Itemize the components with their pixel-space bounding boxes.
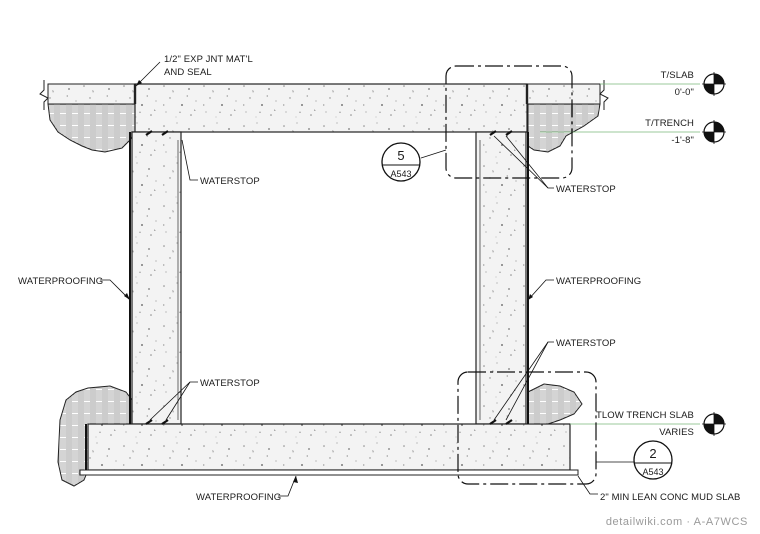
label-waterstop-bottom-left: WATERSTOP [200, 378, 260, 389]
label-waterstop-top-left: WATERSTOP [200, 176, 260, 187]
soil-top-right [527, 103, 601, 153]
label-waterproofing-bottom: WATERPROOFING [196, 492, 281, 503]
detail-boundary-5 [445, 65, 573, 179]
level-top-trench-elevation: -1'-8" [671, 135, 694, 146]
detail-tag-2-sheet: A543 [642, 467, 663, 477]
footer-credit: detailwiki.com · A-A7WCS [605, 516, 748, 528]
label-lean-concrete: 2" MIN LEAN CONC MUD SLAB [600, 492, 740, 503]
top-slab-left-edge [47, 83, 136, 105]
level-lines [540, 83, 700, 425]
level-top-slab-name: T/SLAB [661, 70, 694, 81]
label-waterproofing-left: WATERPROOFING [18, 276, 103, 287]
detail-tag-5-sheet: A543 [390, 169, 411, 179]
break-line-top-left [39, 80, 609, 110]
label-waterproofing-right: WATERPROOFING [556, 276, 641, 287]
top-slab-right-edge [526, 83, 601, 105]
detail-tag-2[interactable]: 2 A543 [633, 440, 673, 480]
right-wall [475, 131, 527, 425]
soil-top-left [47, 103, 136, 153]
soil-bottom-right [527, 383, 583, 425]
level-trench-bottom-name: TLOW TRENCH SLAB [596, 410, 694, 421]
label-waterstop-top-right: WATERSTOP [556, 184, 616, 195]
detail-tag-2-number: 2 [649, 446, 656, 461]
label-waterstop-mid-right: WATERSTOP [556, 338, 616, 349]
leader-arrowheads [124, 80, 533, 483]
elevation-marker-top-trench [702, 120, 726, 144]
waterstop-marks [145, 130, 513, 425]
detail-tag-5-number: 5 [397, 148, 404, 163]
level-top-slab-elevation: 0'-0" [675, 87, 694, 98]
level-trench-bottom-elevation: VARIES [659, 427, 694, 438]
detail-5-leader [420, 149, 447, 159]
elevation-marker-trench-bottom [702, 412, 726, 436]
level-top-trench-name: T/TRENCH [645, 118, 694, 129]
label-joint-material-line1: 1/2" EXP JNT MAT'L [164, 54, 253, 65]
detail-tag-5[interactable]: 5 A543 [381, 142, 421, 182]
elevation-marker-top-slab [702, 72, 726, 96]
left-wall [131, 131, 182, 425]
bottom-slab [87, 423, 571, 471]
mud-slab [79, 469, 579, 476]
label-joint-material-line2: AND SEAL [164, 67, 212, 78]
top-slab-center [134, 83, 528, 133]
leader-lines [100, 61, 598, 497]
soil-bottom-left [57, 385, 133, 487]
